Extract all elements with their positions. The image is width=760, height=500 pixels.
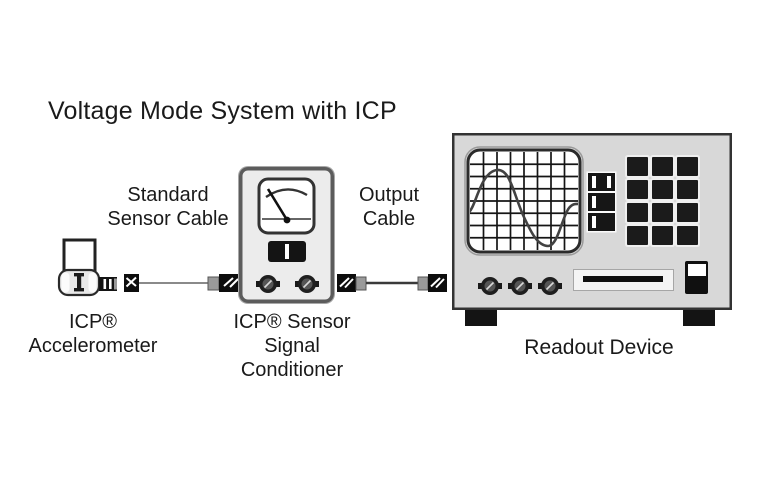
accelerometer-bolt-icon <box>74 273 84 292</box>
label-signal-conditioner: ICP® Sensor Signal Conditioner <box>233 311 351 381</box>
power-switch <box>268 241 306 262</box>
meter-gauge-icon <box>257 177 316 235</box>
diagram-title: Voltage Mode System with ICP <box>48 97 397 125</box>
keypad-button <box>652 203 673 222</box>
label-standard-sensor-cable: Standard Sensor Cable <box>107 184 229 230</box>
knob-icon <box>538 277 562 295</box>
knob-icon <box>256 275 280 293</box>
keypad-button <box>652 180 673 199</box>
cable-plug-icon <box>417 274 447 292</box>
readout-device <box>452 133 732 326</box>
keypad-button <box>627 203 648 222</box>
knob-icon <box>295 275 319 293</box>
keypad-button <box>627 180 648 199</box>
keypad-button <box>652 157 673 176</box>
keypad-button <box>677 203 698 222</box>
sensor-cable-graphic <box>124 274 241 292</box>
device-foot <box>683 310 715 326</box>
label-output-cable: Output Cable <box>358 184 420 230</box>
function-button <box>588 173 615 191</box>
cable-plug-icon <box>337 274 367 292</box>
signal-conditioner <box>239 167 334 303</box>
function-button <box>588 213 615 231</box>
output-cable-graphic <box>337 274 447 292</box>
keypad-button <box>677 226 698 245</box>
function-button <box>588 193 615 211</box>
accelerometer-connector <box>99 277 117 291</box>
keypad-button <box>652 226 673 245</box>
accelerometer-graphic <box>57 238 117 297</box>
keypad-button <box>677 180 698 199</box>
accelerometer-body <box>62 238 97 275</box>
sine-wave-trace <box>470 168 578 248</box>
keypad-button <box>627 157 648 176</box>
keypad-button <box>627 226 648 245</box>
cable-plug-icon <box>124 274 139 292</box>
power-rocker-switch <box>685 261 708 294</box>
knob-icon <box>508 277 532 295</box>
rocker-top <box>687 263 706 276</box>
cable-plug-icon <box>207 274 241 292</box>
keypad-button <box>677 157 698 176</box>
knob-icon <box>478 277 502 295</box>
switch-bar <box>284 244 289 259</box>
device-foot <box>465 310 497 326</box>
oscilloscope-screen <box>464 146 584 256</box>
label-readout-device: Readout Device <box>524 336 674 359</box>
disk-slot <box>573 269 674 291</box>
disk-slot-opening <box>583 276 663 282</box>
label-icp-accelerometer: ICP® Accelerometer <box>28 311 158 357</box>
